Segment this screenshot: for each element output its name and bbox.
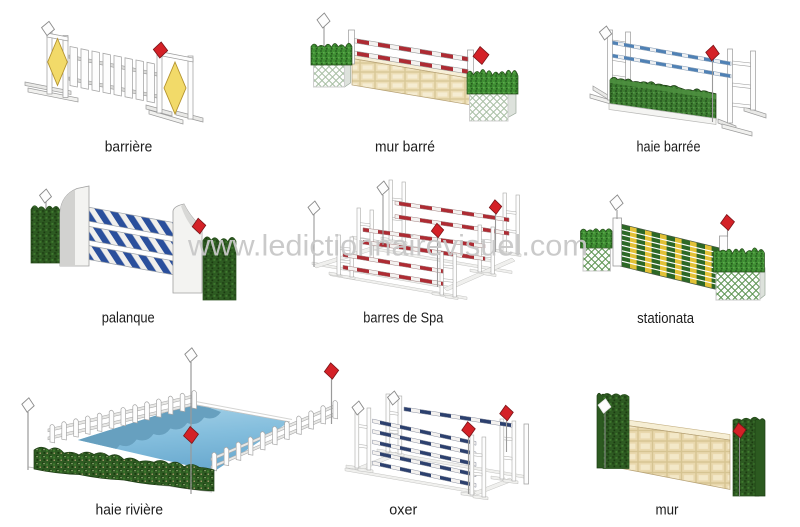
svg-text:palanque: palanque [102,311,155,327]
svg-text:mur: mur [656,503,679,519]
svg-text:oxer: oxer [389,503,417,519]
svg-text:stationata: stationata [637,311,695,327]
svg-text:www.ledictionnairevisuel.com: www.ledictionnairevisuel.com [187,230,588,263]
svg-text:barrière: barrière [105,140,153,156]
svg-text:mur barré: mur barré [375,140,435,156]
svg-text:haie barrée: haie barrée [637,140,701,156]
svg-text:barres de Spa: barres de Spa [363,311,444,327]
svg-text:haie rivière: haie rivière [96,503,164,519]
